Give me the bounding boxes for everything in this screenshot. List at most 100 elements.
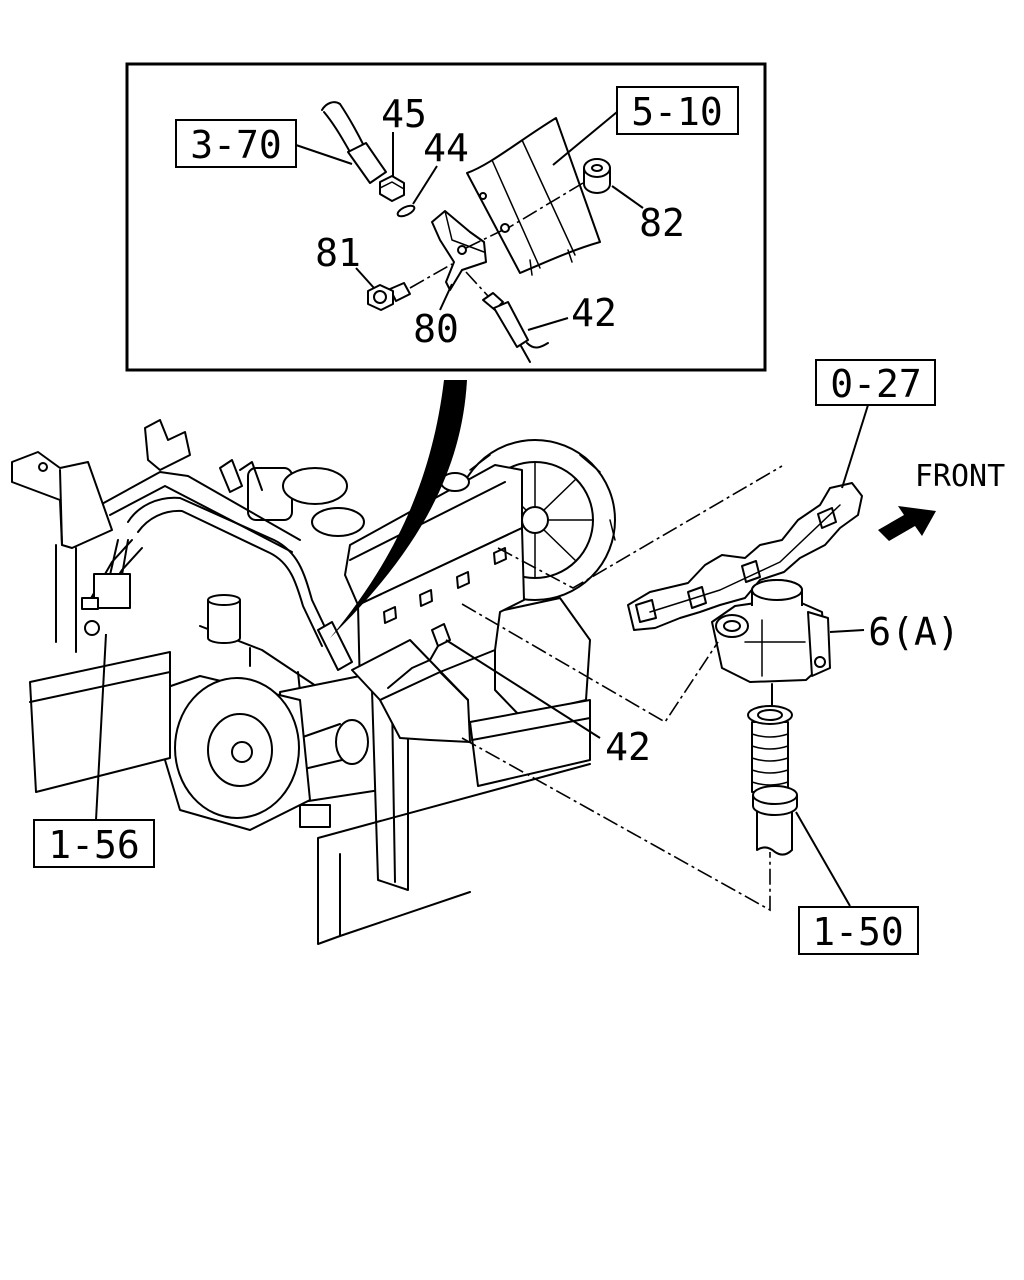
chassis-frame xyxy=(29,651,591,945)
frame-bracket-plate xyxy=(11,451,113,549)
right-frame-rail xyxy=(469,699,591,787)
leader-1-56 xyxy=(95,633,107,821)
intake-parts xyxy=(99,419,365,553)
harness-cable xyxy=(321,101,365,153)
ref-label-3-70: 3-70 xyxy=(190,123,282,167)
harness-connector-plug xyxy=(347,142,387,184)
exhaust-brake-valve xyxy=(711,579,831,683)
leader-81 xyxy=(355,267,375,289)
front-label: FRONT xyxy=(915,459,1005,494)
crankcase-boss xyxy=(299,804,331,828)
sensor-cable xyxy=(387,645,439,689)
frame-bracket-hole xyxy=(38,462,48,472)
pipe-bellows xyxy=(751,721,789,793)
canister-body xyxy=(207,599,241,644)
pipe-flange-bore xyxy=(757,709,783,721)
ref-label-1-56: 1-56 xyxy=(48,823,140,867)
manifold-centerline xyxy=(649,504,841,613)
detail-inset: 3-70 45 44 5-10 82 80 xyxy=(125,62,767,372)
lower-engine xyxy=(494,597,591,717)
reference-line-exhaust-pipe xyxy=(461,737,771,912)
pipe-flange xyxy=(747,705,793,725)
core-plug-1 xyxy=(383,606,397,624)
part-label-82: 82 xyxy=(639,201,685,245)
manifold-port-3 xyxy=(741,560,761,583)
exhaust-manifold xyxy=(627,482,863,631)
ref-label-5-10: 5-10 xyxy=(631,90,723,134)
left-frame-rail-flange xyxy=(29,671,171,703)
exhaust-pipe xyxy=(747,683,798,856)
right-frame-rail-flange xyxy=(471,717,591,741)
valve-hoses xyxy=(109,539,129,576)
front-frame-bracket xyxy=(11,451,113,653)
nut-82-bore xyxy=(591,164,603,172)
exhaust-pipe-section xyxy=(466,117,601,276)
canister-top xyxy=(207,594,241,606)
part-label-42-inset: 42 xyxy=(571,291,617,335)
wiring-harness xyxy=(321,101,387,184)
leader-42-main xyxy=(445,639,601,739)
air-canister xyxy=(199,594,323,693)
pipe-tail xyxy=(756,811,793,856)
reference-line-manifold xyxy=(497,465,783,589)
nut-82-face xyxy=(583,158,611,178)
valve-body xyxy=(93,573,131,609)
frame-bracket-fold xyxy=(59,469,63,546)
part-label-45: 45 xyxy=(381,92,427,136)
sensor-bracket xyxy=(317,621,471,743)
manifold-port-4 xyxy=(817,507,837,529)
valve-assembly xyxy=(81,539,131,636)
fan-blade-edges xyxy=(469,454,616,541)
front-arrow-icon xyxy=(878,506,936,541)
manifold-port-2 xyxy=(687,586,707,609)
leader-5-10 xyxy=(552,111,618,166)
pipe-clamp-top xyxy=(752,785,798,805)
brake-valve-details xyxy=(744,619,806,677)
sensor-42-cable xyxy=(520,342,549,363)
starter-motor xyxy=(335,719,369,765)
flywheel-inner xyxy=(207,713,273,787)
pipe-section-body xyxy=(466,117,601,274)
frame-side-members xyxy=(55,544,77,653)
washer-44 xyxy=(396,204,416,218)
assembly-line-81 xyxy=(409,263,453,289)
bolt-81-washer xyxy=(373,290,387,304)
rear-bracket-tabs xyxy=(219,459,263,493)
bracket-80-fold xyxy=(444,210,485,253)
assembly-line-82 xyxy=(507,182,584,229)
ref-box-3-70 xyxy=(175,119,297,168)
assembly-line-bracket xyxy=(465,229,504,249)
brake-valve-inlet-flange xyxy=(715,614,749,638)
nut-45-face xyxy=(379,181,405,190)
leader-42-inset xyxy=(527,317,569,331)
sensor-42-body xyxy=(493,301,529,348)
pipe-section-contours xyxy=(491,139,576,276)
leader-1-50 xyxy=(795,811,851,907)
fan-spokes xyxy=(493,461,594,579)
leader-3-70 xyxy=(295,144,353,165)
flywheel-outer xyxy=(174,677,300,819)
core-plug-3 xyxy=(456,571,470,589)
part-label-42-main: 42 xyxy=(605,725,651,769)
callout-wedge-icon xyxy=(330,380,467,638)
main-leader-lines xyxy=(95,404,869,912)
manifold-port-1 xyxy=(635,599,657,623)
part-label-6a: 6(A) xyxy=(868,610,960,654)
part-label-81: 81 xyxy=(315,231,361,275)
assembly-line-42 xyxy=(465,271,489,297)
brake-valve-cylinder-top xyxy=(751,579,803,601)
ref-box-5-10 xyxy=(616,86,739,135)
harness-connector xyxy=(317,621,353,671)
nut-45-hex-icon xyxy=(379,175,405,202)
bolt-81-head-icon xyxy=(367,284,394,311)
engine-chassis-drawing: FRONT 0-27 6(A) 42 1-56 1-50 xyxy=(11,359,1005,955)
rear-frame-bracket xyxy=(144,419,191,471)
valve-fitting xyxy=(81,597,99,610)
core-plug-2 xyxy=(419,589,433,607)
vertical-crossmember-edge xyxy=(391,699,396,883)
intake-pipe-lower xyxy=(311,507,365,537)
reference-line-brake-valve xyxy=(461,603,719,724)
sensor-bracket-plate xyxy=(351,639,471,743)
ref-box-0-27 xyxy=(815,359,936,406)
